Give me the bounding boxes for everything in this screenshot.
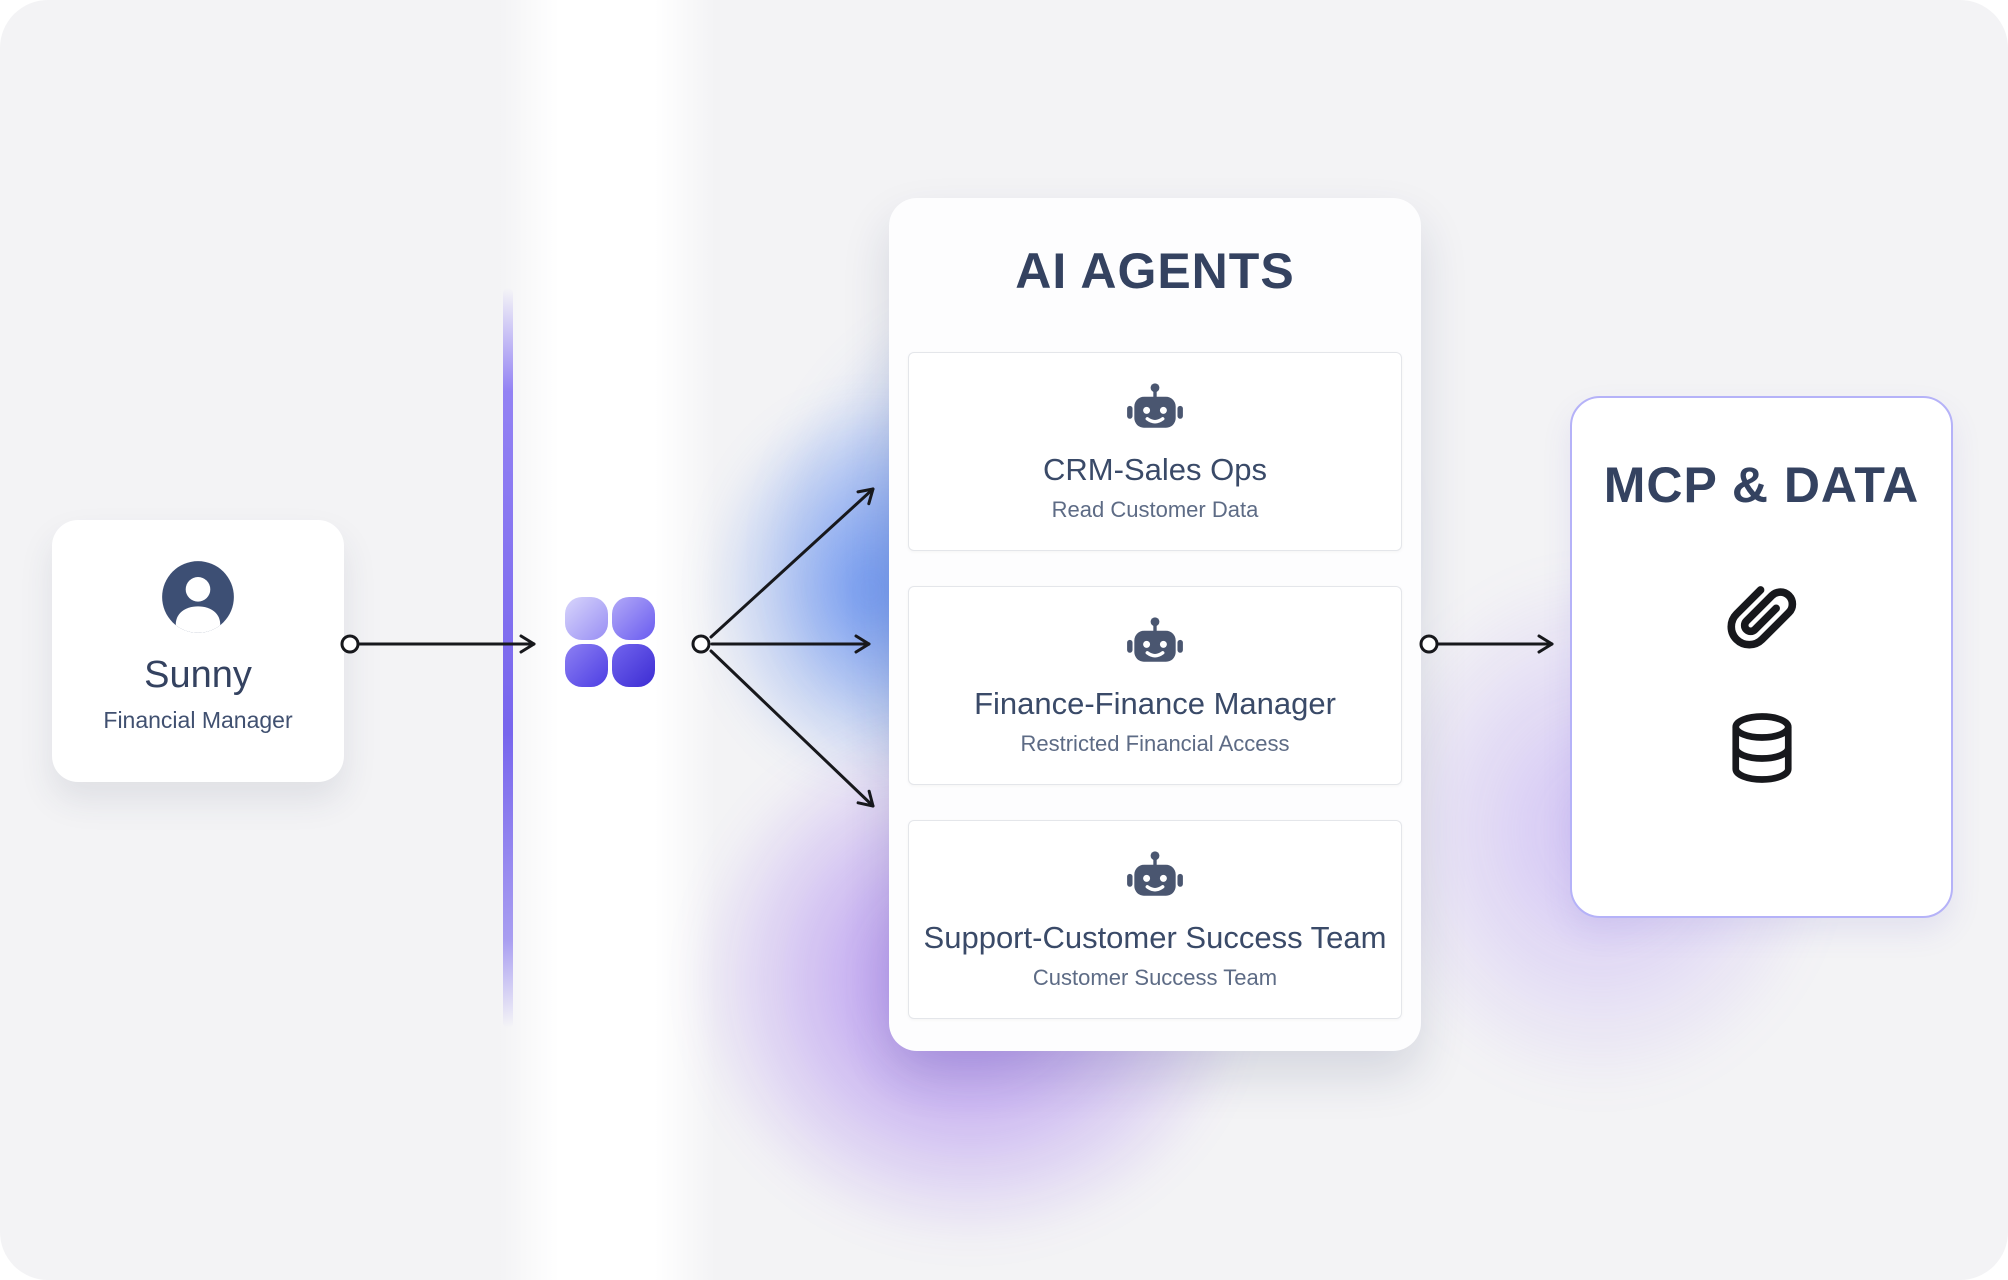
agent-title: Support-Customer Success Team bbox=[923, 920, 1387, 955]
agent-subtitle: Customer Success Team bbox=[1032, 965, 1278, 990]
user-role: Financial Manager bbox=[103, 707, 293, 733]
four-petal-flower-logo bbox=[558, 590, 662, 694]
robot-icon bbox=[1124, 848, 1186, 910]
agent-title: CRM-Sales Ops bbox=[1043, 452, 1267, 487]
agent-card-crm: CRM-Sales Ops Read Customer Data bbox=[908, 352, 1402, 551]
agent-subtitle: Restricted Financial Access bbox=[1020, 731, 1290, 756]
user-avatar-icon bbox=[157, 556, 239, 638]
mcp-data-card: MCP & DATA bbox=[1570, 396, 1953, 918]
user-name: Sunny bbox=[144, 654, 252, 696]
agent-card-finance: Finance-Finance Manager Restricted Finan… bbox=[908, 586, 1402, 785]
arrow-gateway-to-support bbox=[709, 649, 875, 808]
agent-card-support: Support-Customer Success Team Customer S… bbox=[908, 820, 1402, 1019]
paperclip-icon bbox=[1714, 566, 1810, 662]
agent-subtitle: Read Customer Data bbox=[1051, 497, 1259, 522]
robot-icon bbox=[1124, 380, 1186, 442]
arrow-gateway-to-crm bbox=[709, 487, 875, 639]
connector-dot-user bbox=[340, 634, 360, 654]
agent-title: Finance-Finance Manager bbox=[974, 686, 1336, 721]
database-icon bbox=[1720, 706, 1804, 790]
robot-icon bbox=[1124, 614, 1186, 676]
ai-agents-panel: AI AGENTS CRM-Sales Ops Read C bbox=[889, 198, 1421, 1051]
purple-accent-line bbox=[503, 288, 513, 1028]
connector-dot-agents bbox=[1419, 634, 1439, 654]
mcp-data-title: MCP & DATA bbox=[1603, 457, 1920, 513]
user-card: Sunny Financial Manager bbox=[52, 520, 344, 782]
ai-agents-title: AI AGENTS bbox=[1015, 243, 1295, 299]
